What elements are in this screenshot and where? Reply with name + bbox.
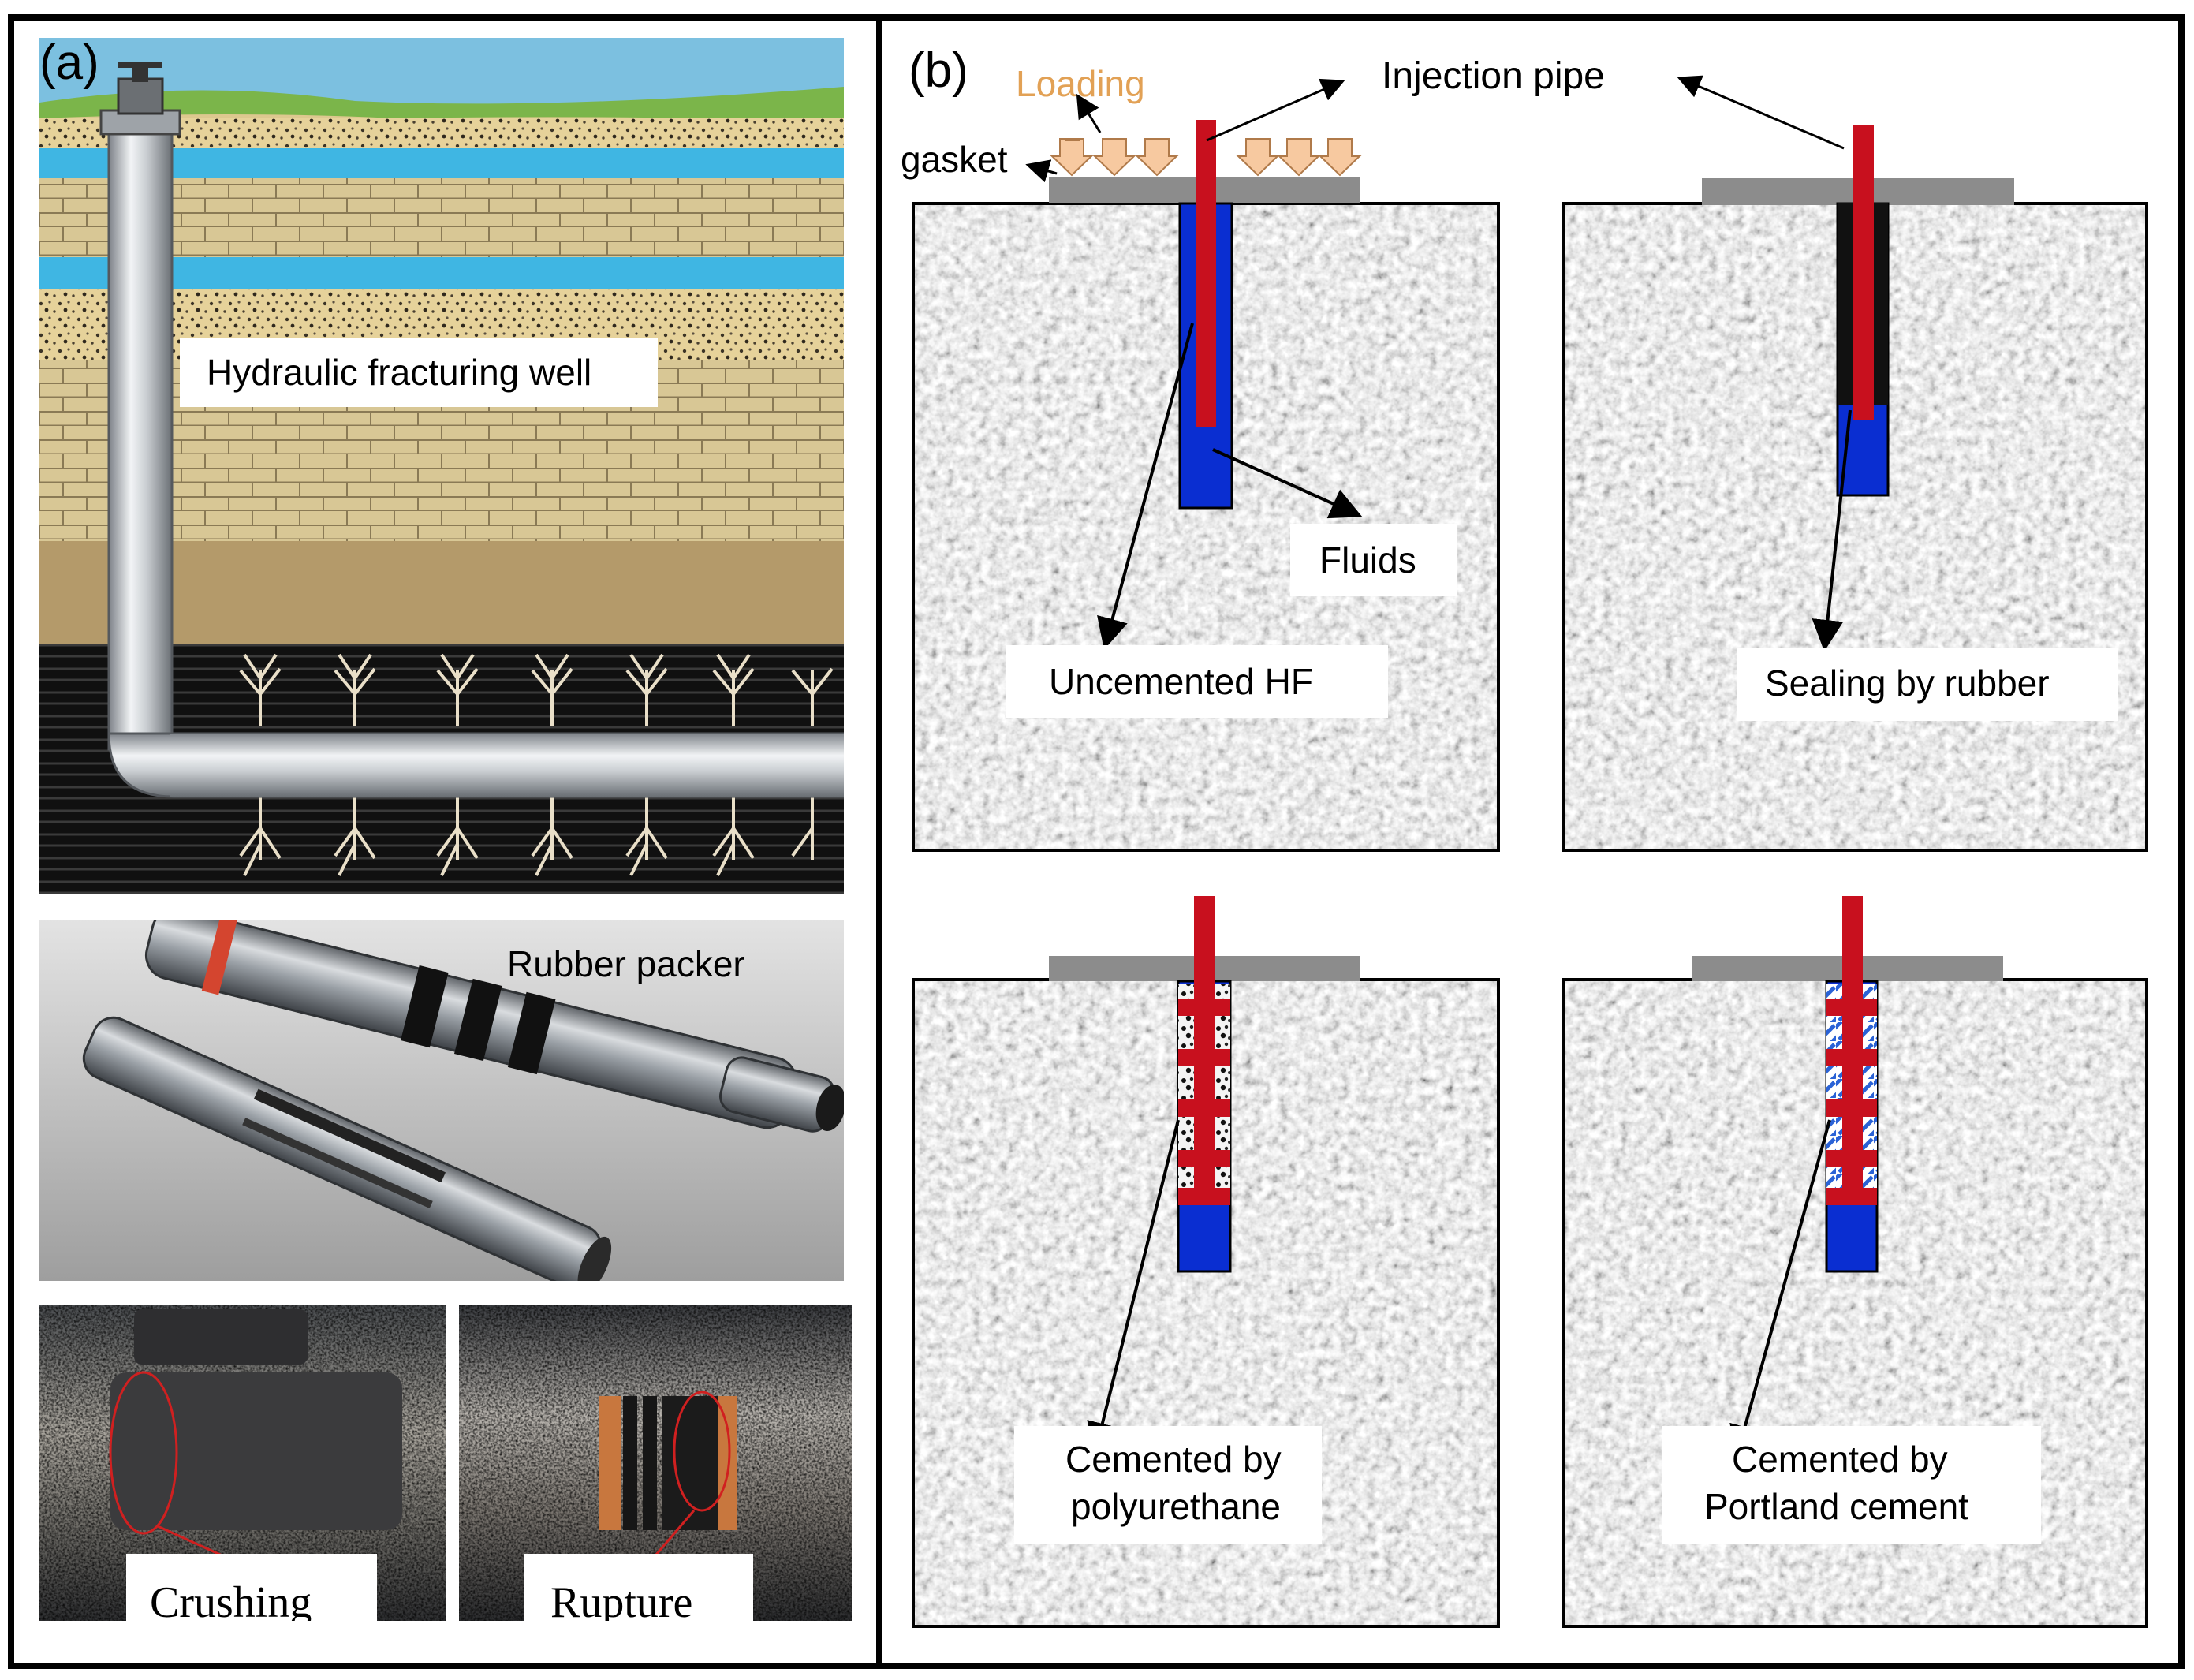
case1-label: Uncemented HF [1049,661,1313,702]
pipe-perforations [1178,999,1230,1205]
case4-label-line1: Cemented by [1732,1439,1948,1480]
panel-b-label: (b) [909,43,968,98]
gasket-label: gasket [901,139,1008,180]
rupture-label-box [524,1554,753,1621]
crushing-label-box [126,1554,377,1621]
well-bore [99,62,844,798]
panel-b: (b) Loading Injection pipe gasket [901,43,2148,1628]
rupture-photo: Rupture [459,1305,852,1627]
case4-label-line2: Portland cement [1704,1486,1968,1527]
specimen-uncemented: Fluids Uncemented HF [912,78,1500,852]
case2-label-box [1737,648,2118,721]
rupture-label: Rupture [550,1578,692,1627]
case3-label-line1: Cemented by [1065,1439,1282,1480]
case2-label: Sealing by rubber [1765,663,2050,704]
injection-pipe [1853,125,1874,420]
fluids-label: Fluids [1319,539,1416,581]
pipe-perforations [1826,999,1877,1205]
well-label: Hydraulic fracturing well [207,352,591,393]
injection-pipe [1196,120,1216,427]
specimen-polyurethane: Cemented by polyurethane [912,896,1500,1628]
well-label-box [180,338,658,407]
crushing-marker [109,1371,178,1535]
packer-label: Rubber packer [507,943,745,984]
outer-frame [8,14,2185,1669]
specimen-rubber-seal: Sealing by rubber [1562,75,2148,852]
well-cross-section: Hydraulic fracturing well [39,38,844,894]
panel-a: Hydraulic fracturing well (a) Rubber pac [39,35,852,1627]
crushing-photo: Crushing [39,1305,446,1627]
crushing-label: Crushing [150,1578,312,1627]
rubber-packer-illustration: Rubber packer [39,920,844,1281]
case3-label-line2: polyurethane [1071,1486,1281,1527]
specimen-portland-cement: Cemented by Portland cement [1562,896,2148,1628]
rupture-marker [673,1391,731,1512]
case1-label-box [1006,645,1388,718]
case3-label-box [1014,1426,1322,1544]
loading-arrows [1050,138,1362,177]
case4-label-box [1662,1426,2041,1544]
injection-pipe-label: Injection pipe [1382,55,1605,97]
fracture-network [239,653,834,876]
panel-a-label: (a) [39,35,99,90]
fluids-label-box [1290,524,1457,596]
